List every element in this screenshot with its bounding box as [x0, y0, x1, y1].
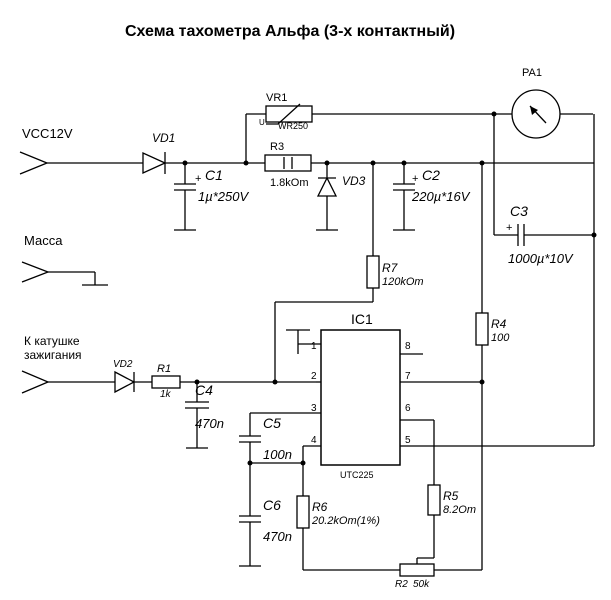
ic-pin-6: 6 — [405, 403, 411, 414]
c3-value: 1000µ*10V — [508, 251, 574, 266]
vr1-model: WR250 — [278, 121, 308, 131]
r7-label: R7 — [382, 261, 399, 275]
r3-value: 1.8kOm — [270, 177, 309, 189]
capacitor-c1 — [174, 160, 196, 231]
mass-label: Масса — [24, 233, 63, 248]
diagram-title: Схема тахометра Альфа (3-х контактный) — [125, 23, 455, 40]
vcc-terminal — [19, 151, 143, 175]
capacitor-c6 — [239, 446, 306, 567]
ic-pin-5: 5 — [405, 435, 411, 446]
r2-value: 50k — [413, 579, 430, 590]
pa1-label: PA1 — [522, 67, 542, 79]
ic-pin-3: 3 — [311, 403, 317, 414]
r2-label: R2 — [395, 579, 408, 590]
r4-label: R4 — [491, 317, 507, 331]
vcc-label: VCC12V — [22, 126, 73, 141]
vd1-label: VD1 — [152, 131, 175, 145]
meter-pa1 — [491, 89, 561, 139]
r1-value: 1k — [160, 389, 172, 400]
resistor-r3 — [246, 154, 594, 172]
vd2-label: VD2 — [113, 359, 133, 370]
r1-label: R1 — [157, 363, 171, 375]
c5-label: C5 — [263, 415, 281, 431]
resistor-r4 — [475, 163, 489, 570]
resistor-r6 — [296, 495, 400, 571]
varistor-vr1 — [245, 103, 593, 163]
ic-pin-1: 1 — [311, 341, 317, 352]
ic-pin-8: 8 — [405, 341, 411, 352]
r3-label: R3 — [270, 141, 284, 153]
c6-value: 470n — [263, 529, 292, 544]
ic-pin-wires — [286, 329, 594, 447]
vd3-label: VD3 — [342, 174, 366, 188]
r5-label: R5 — [443, 489, 459, 503]
c5-value: 100n — [263, 447, 292, 462]
diode-vd1 — [142, 151, 246, 175]
ic-model: UTC225 — [340, 470, 374, 480]
capacitor-c4 — [185, 379, 278, 449]
coil-terminal — [21, 370, 115, 394]
resistor-r5 — [427, 420, 441, 558]
ic-pin-4: 4 — [311, 435, 317, 446]
r4-value: 100 — [491, 332, 510, 344]
resistor-r7 — [274, 163, 380, 382]
r7-value: 120kOm — [382, 276, 424, 288]
r5-value: 8.2Om — [443, 504, 476, 516]
ic1-chip — [320, 329, 401, 466]
c6-label: C6 — [263, 497, 281, 513]
c2-label: C2 — [422, 167, 440, 183]
c1-plus: + — [195, 173, 201, 185]
c4-value: 470n — [195, 416, 224, 431]
ic-pin-7: 7 — [405, 371, 411, 382]
c3-plus: + — [506, 222, 512, 234]
diode-vd2 — [114, 370, 152, 394]
c3-label: C3 — [510, 203, 528, 219]
vr1-label: VR1 — [266, 92, 287, 104]
r6-label: R6 — [312, 500, 328, 514]
ic-pin-2: 2 — [311, 371, 317, 382]
r6-value: 20.2kOm(1%) — [311, 515, 380, 527]
coil-label-line2: зажигания — [24, 348, 82, 362]
zener-vd3 — [316, 160, 338, 231]
resistor-r1 — [151, 375, 316, 389]
capacitor-c2 — [393, 160, 415, 231]
ic1-label: IC1 — [351, 311, 373, 327]
capacitor-c5 — [239, 412, 303, 464]
c4-label: C4 — [195, 382, 213, 398]
coil-label-line1: К катушке — [24, 334, 80, 348]
c1-value: 1µ*250V — [198, 189, 249, 204]
trimmer-r2 — [399, 557, 482, 577]
c2-value: 220µ*16V — [411, 189, 471, 204]
vr1-u: U — [259, 118, 265, 127]
mass-terminal — [21, 261, 108, 286]
c1-label: C1 — [205, 167, 223, 183]
capacitor-c3 — [493, 114, 594, 246]
c2-plus: + — [412, 173, 418, 185]
